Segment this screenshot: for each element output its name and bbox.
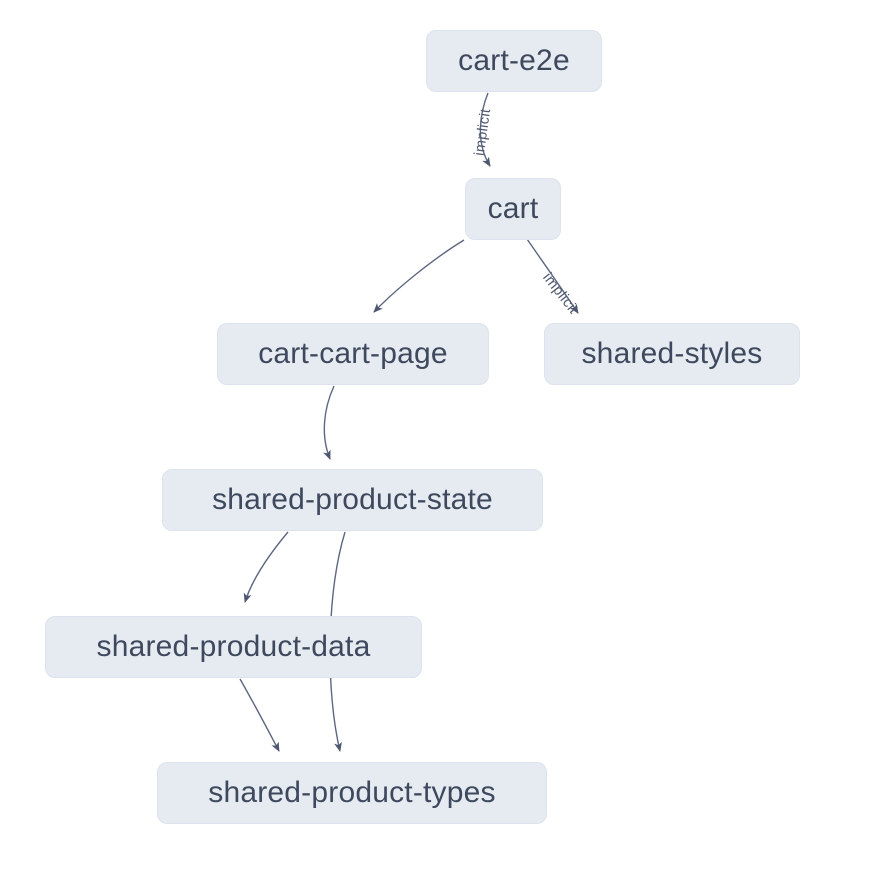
edge-cart-cart-page-to-shared-product-state xyxy=(323,385,335,460)
graph-node-shared-product-data[interactable]: shared-product-data xyxy=(45,616,422,678)
edge-shared-product-state-to-shared-product-data xyxy=(243,531,289,603)
graph-node-shared-styles[interactable]: shared-styles xyxy=(544,323,800,385)
node-label: cart-cart-page xyxy=(258,337,448,370)
node-label: shared-product-state xyxy=(212,483,493,516)
graph-node-shared-product-state[interactable]: shared-product-state xyxy=(162,469,543,531)
edge-label-implicit-cart-e2e: implicit xyxy=(472,107,494,156)
edge-cart-to-shared-styles xyxy=(526,238,579,314)
edge-shared-product-data-to-shared-product-types xyxy=(239,678,280,752)
node-label: shared-product-types xyxy=(208,776,496,809)
edge-cart-to-cart-cart-page xyxy=(373,239,465,313)
node-label: cart xyxy=(487,192,539,225)
graph-node-shared-product-types[interactable]: shared-product-types xyxy=(157,762,547,824)
graph-node-cart[interactable]: cart xyxy=(465,178,561,240)
node-label: shared-product-data xyxy=(96,630,371,663)
edge-cart-e2e-to-cart xyxy=(479,92,491,167)
graph-node-cart-e2e[interactable]: cart-e2e xyxy=(426,30,602,92)
graph-node-cart-cart-page[interactable]: cart-cart-page xyxy=(217,323,489,385)
node-label: cart-e2e xyxy=(458,44,570,77)
edge-label-implicit-shared-styles: implicit xyxy=(539,270,581,317)
node-label: shared-styles xyxy=(581,337,763,370)
